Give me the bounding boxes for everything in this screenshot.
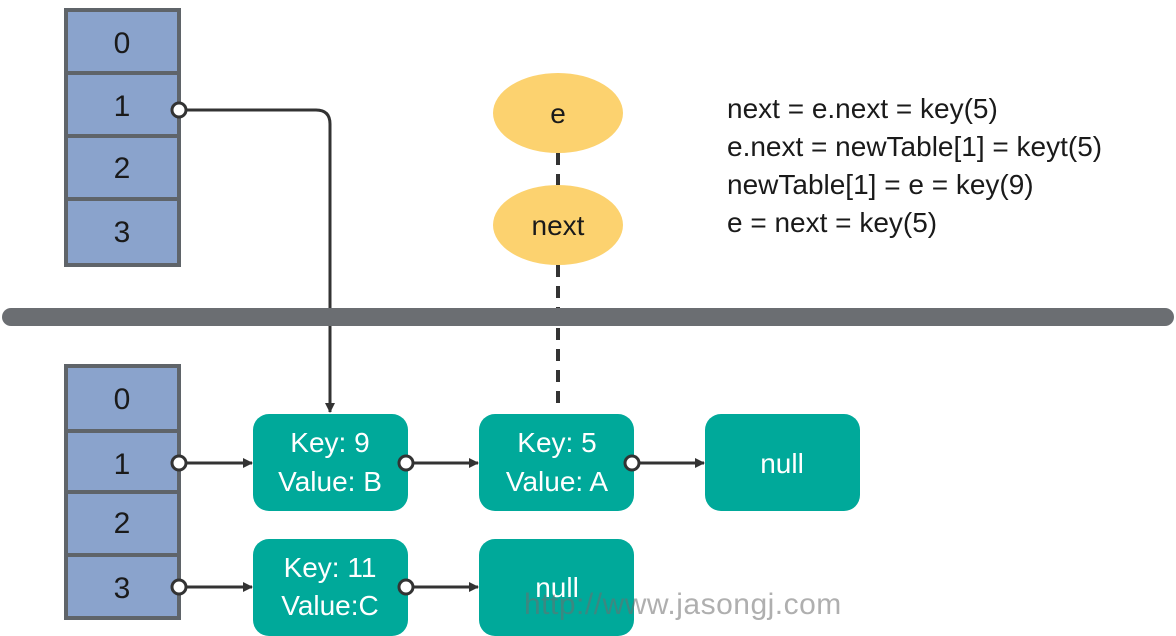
new-table-index-1: 1 <box>114 448 131 481</box>
node-key-5 <box>479 414 634 511</box>
null-node-bucket-1 <box>705 414 860 511</box>
node-key-11-key: Key: 11 <box>284 552 377 583</box>
node-key-9-key: Key: 9 <box>290 427 369 458</box>
node-key-5-key: Key: 5 <box>517 427 596 458</box>
key11-next-anchor-icon <box>397 578 415 596</box>
new-table-cell-0 <box>64 364 181 433</box>
assignment-steps: next = e.next = key(5) e.next = newTable… <box>727 90 1102 242</box>
new-table-index-3: 3 <box>114 572 131 605</box>
new-table: 0 1 2 3 <box>64 364 181 620</box>
next-pointer-ellipse <box>493 185 623 265</box>
key5-next-anchor-icon <box>623 454 641 472</box>
bucket-3-anchor-icon <box>170 578 188 596</box>
node-key-9-value: Value: B <box>278 466 382 497</box>
old-table-cell-3 <box>64 197 181 267</box>
old-table-index-0: 0 <box>114 27 131 60</box>
old-table-index-3: 3 <box>114 216 131 249</box>
assignment-step-1: next = e.next = key(5) <box>727 93 998 124</box>
old-table-index-2: 2 <box>114 152 131 185</box>
node-key-11 <box>253 539 408 636</box>
null-node-bucket-3 <box>479 539 634 636</box>
assignment-step-3: newTable[1] = e = key(9) <box>727 169 1034 200</box>
old-table-index-1: 1 <box>114 90 131 123</box>
node-key-11-value: Value:C <box>281 590 379 621</box>
key9-next-anchor-icon <box>397 454 415 472</box>
thread-divider <box>2 308 1174 326</box>
assignment-step-2: e.next = newTable[1] = keyt(5) <box>727 131 1103 162</box>
old-bucket-1-connector <box>179 108 335 413</box>
old-bucket-1-anchor-icon <box>170 101 188 119</box>
new-table-index-2: 2 <box>114 507 131 540</box>
e-pointer-ellipse <box>493 73 623 153</box>
old-table: 0 1 2 3 <box>64 8 181 267</box>
watermark: http://www.jasongj.com <box>524 588 842 621</box>
node-key-9 <box>253 414 408 511</box>
new-table-cell-3 <box>64 553 181 620</box>
node-key-5-value: Value: A <box>506 466 609 497</box>
next-pointer-label: next <box>532 210 585 241</box>
new-table-index-0: 0 <box>114 383 131 416</box>
null-node-bucket-3-label: null <box>535 572 579 603</box>
assignment-step-4: e = next = key(5) <box>727 207 938 238</box>
null-node-bucket-1-label: null <box>760 448 804 479</box>
e-pointer-label: e <box>550 98 566 129</box>
bucket-1-anchor-icon <box>170 454 188 472</box>
